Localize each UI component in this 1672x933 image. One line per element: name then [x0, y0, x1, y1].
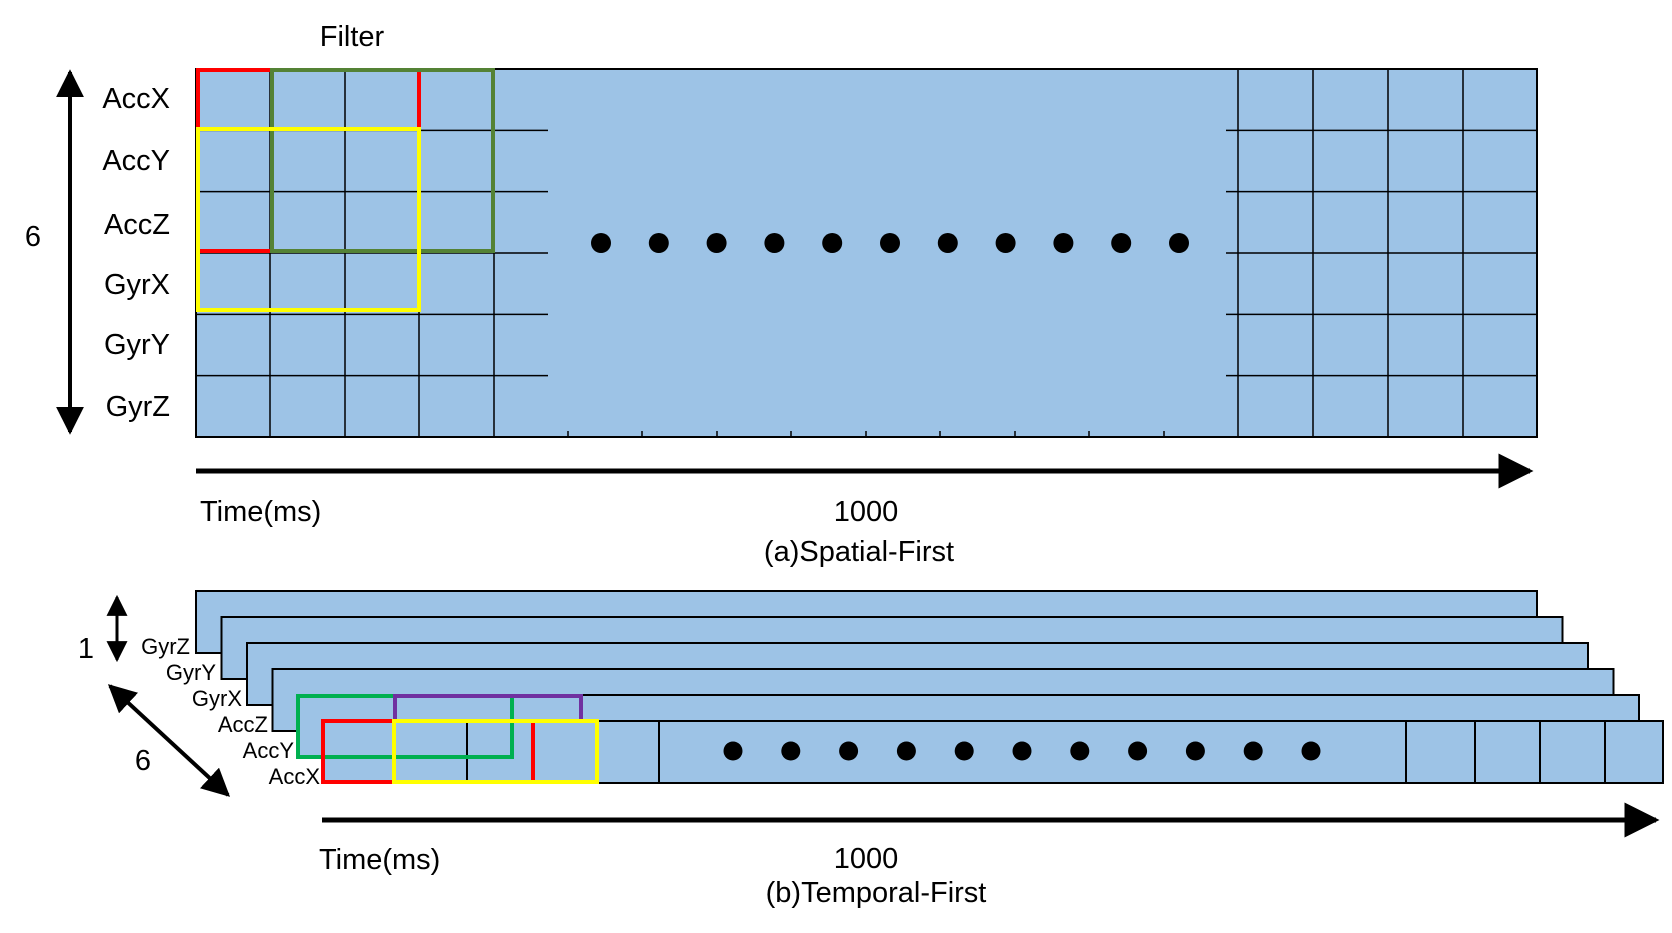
channel-label-accy: AccY: [102, 145, 170, 177]
spatial-first-panel: Filter AccX AccY AccZ GyrX GyrY GyrZ 6 T…: [25, 21, 1538, 568]
caption-spatial-first: (a)Spatial-First: [764, 536, 954, 568]
time-axis-label: Time(ms): [200, 496, 321, 528]
channel-label-gyrx: GyrX: [104, 269, 170, 301]
temporal-first-dot-11: [1301, 741, 1321, 761]
temporal-first-panel: GyrZ GyrY GyrX AccZ AccY AccX 1 6 Time(m…: [78, 590, 1664, 909]
temporal-first-dot-6: [1012, 741, 1032, 761]
spatial-first-dot-3: [706, 233, 727, 253]
filter-label: Filter: [320, 21, 385, 53]
depth-label: 6: [135, 745, 151, 777]
spatial-first-dot-6: [880, 233, 900, 253]
layer-label-accz: AccZ: [218, 712, 268, 737]
temporal-first-dot-10: [1243, 741, 1263, 761]
temporal-first-dot-8: [1128, 741, 1148, 761]
spatial-ellipsis-dots: [591, 233, 1189, 253]
layer-label-gyrx: GyrX: [192, 686, 242, 711]
spatial-first-dot-2: [648, 233, 669, 253]
filter-box-yellow-b: [392, 719, 599, 784]
depth-axis-arrow: [107, 684, 231, 797]
spatial-first-dot-5: [822, 233, 843, 253]
layer-accx: [321, 720, 1664, 784]
temporal-first-dot-3: [839, 741, 859, 761]
layer-label-accx: AccX: [269, 764, 321, 789]
spatial-first-dot-1: [591, 233, 611, 253]
temporal-first-dot-1: [723, 741, 743, 761]
temporal-first-dot-7: [1070, 741, 1090, 761]
spatial-first-dot-7: [937, 233, 958, 253]
height-label: 1: [78, 633, 94, 665]
channel-label-gyry: GyrY: [104, 329, 170, 361]
spatial-first-dot-9: [1053, 233, 1074, 253]
filter-box-dark-green: [270, 68, 495, 253]
time-axis-label-b: Time(ms): [319, 844, 440, 876]
filter-box-yellow: [196, 127, 421, 312]
temporal-first-dot-2: [781, 741, 801, 761]
layer-label-gyrz: GyrZ: [141, 634, 190, 659]
layer-label-accy: AccY: [243, 738, 295, 763]
spatial-first-dot-11: [1169, 233, 1189, 253]
spatial-filters: [196, 68, 495, 312]
channel-label-gyrz: GyrZ: [106, 391, 170, 423]
spatial-first-dot-8: [995, 233, 1016, 253]
caption-temporal-first: (b)Temporal-First: [766, 877, 987, 909]
temporal-front-layer: [321, 720, 1664, 784]
temporal-first-dot-5: [954, 741, 974, 761]
length-label: 1000: [834, 496, 899, 528]
temporal-first-dot-4: [896, 741, 916, 761]
spatial-first-dot-4: [764, 233, 785, 253]
spatial-first-dot-10: [1111, 233, 1132, 253]
temporal-filters: [296, 694, 599, 784]
temporal-ellipsis-dots: [723, 741, 1321, 761]
channel-label-accz: AccZ: [104, 209, 170, 241]
channel-label-accx: AccX: [102, 83, 170, 115]
length-label-b: 1000: [834, 843, 899, 875]
layer-label-gyry: GyrY: [166, 660, 216, 685]
channel-count-label: 6: [25, 221, 41, 253]
temporal-first-dot-9: [1185, 741, 1205, 761]
